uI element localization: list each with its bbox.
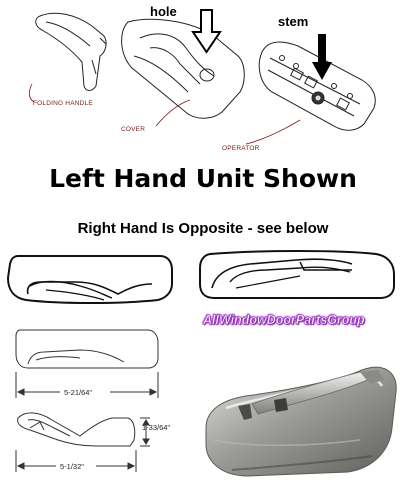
handle-height-label: 1-33/64" xyxy=(142,423,170,432)
hole-arrow-icon xyxy=(191,9,222,54)
right-hand-cover-drawing xyxy=(199,250,395,299)
page-subtitle: Right Hand Is Opposite - see below xyxy=(77,220,329,237)
page-title: Left Hand Unit Shown xyxy=(49,164,357,193)
cover-drawing xyxy=(121,18,245,119)
operator-label: OPERATOR xyxy=(222,145,260,152)
handle-length-label: 5-1/32" xyxy=(60,462,84,471)
folding-handle-drawing xyxy=(35,12,107,91)
brand-logo-text: AllWindowDoorPartsGroup xyxy=(203,313,365,327)
folding-handle-label: FOLDING HANDLE xyxy=(33,100,93,107)
operator-drawing xyxy=(258,41,376,131)
handle-dimension-drawing xyxy=(15,412,150,472)
metal-cover-photo xyxy=(205,366,397,477)
cover-label: COVER xyxy=(121,126,145,133)
left-hand-cover-drawing xyxy=(6,255,173,304)
hole-label: hole xyxy=(150,4,177,19)
callout-lines xyxy=(28,83,301,145)
stem-arrow-icon xyxy=(312,34,332,80)
stem-label: stem xyxy=(278,14,309,29)
cover-length-label: 5-21/64" xyxy=(64,388,92,397)
cover-dimension-drawing xyxy=(15,329,159,398)
